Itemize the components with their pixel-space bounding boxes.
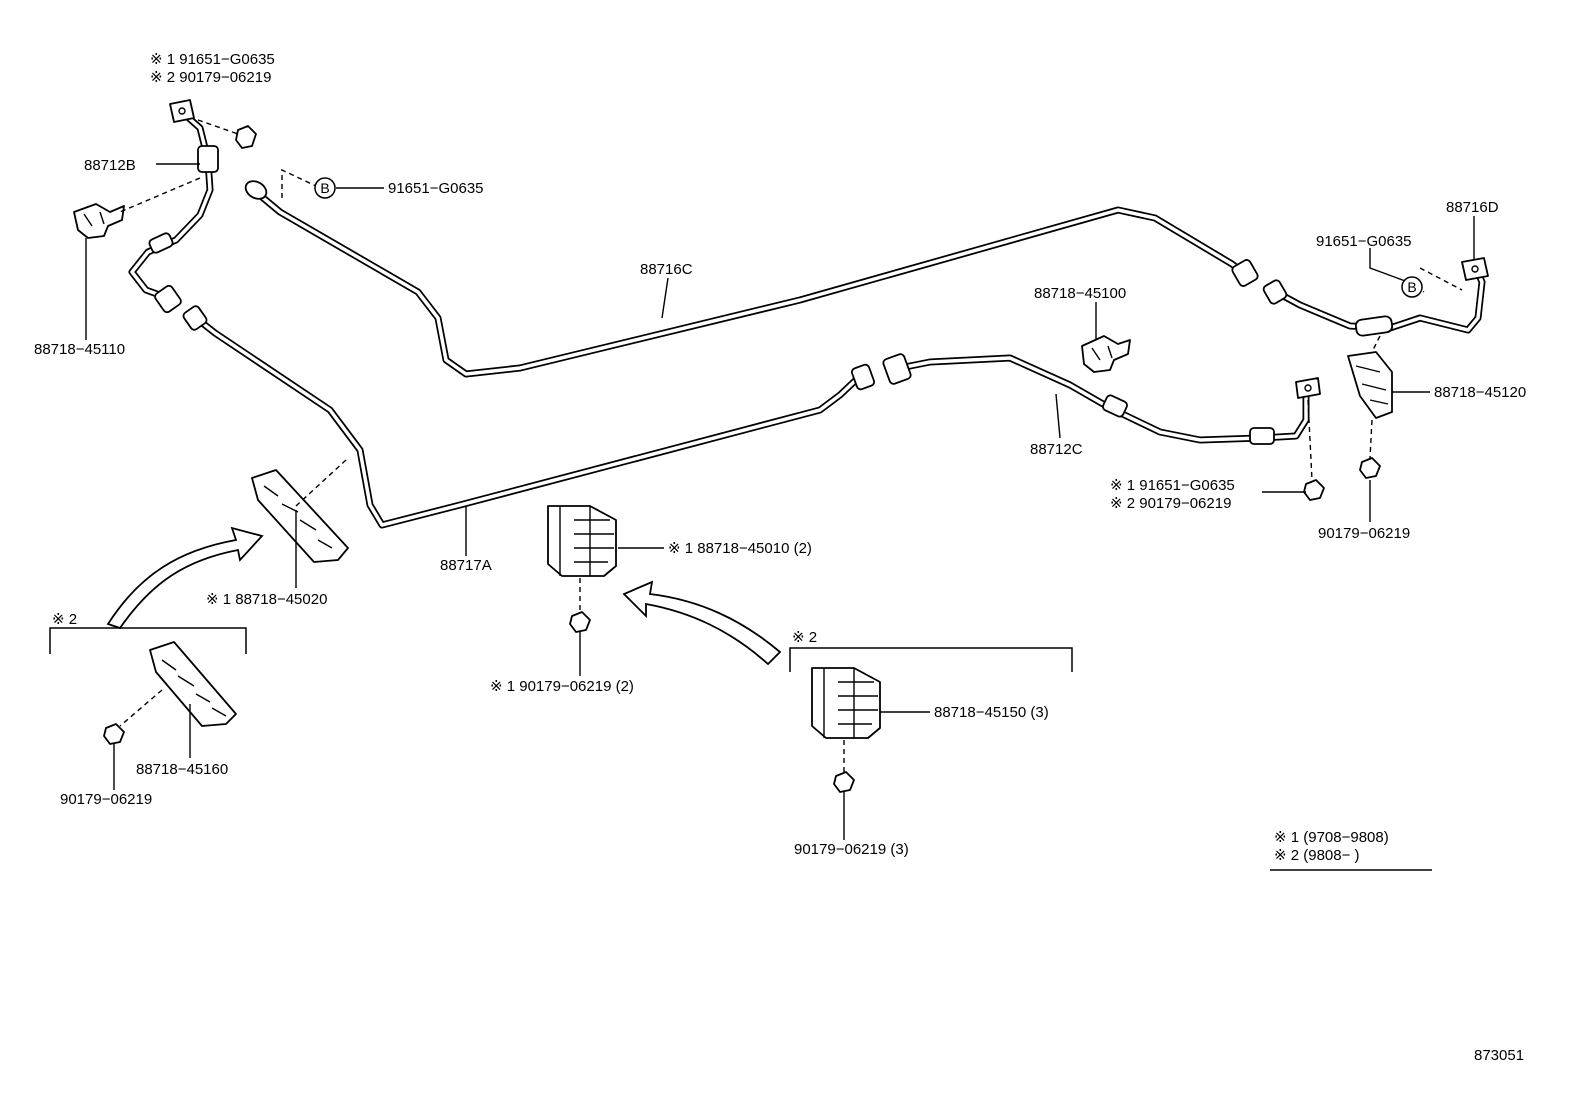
- hose-end-bracket-88712b: [169, 99, 195, 123]
- bracket-group2-mid: [789, 647, 1073, 672]
- union-symbol-b-top: B: [314, 177, 336, 199]
- label-nut-mid-bottom: 90179−06219 (3): [794, 841, 909, 858]
- pipe-88717a: [192, 314, 862, 529]
- bracket-group2-left: [49, 627, 247, 654]
- legend-line-1: ※ 1 (9708−9808): [1274, 829, 1389, 846]
- legend: ※ 1 (9708−9808) ※ 2 (9808− ): [1270, 829, 1432, 871]
- union-symbol-b-right-text: B: [1407, 279, 1416, 295]
- label-88717a: 88717A: [440, 557, 492, 574]
- clamp-88718-45120: [1347, 351, 1393, 419]
- nut-45160: [103, 723, 125, 745]
- arrow-left-group: [106, 526, 264, 630]
- diagram-id: 873051: [1474, 1047, 1524, 1064]
- nut-right-hose: [1303, 479, 1325, 501]
- hose-crimp-88712b: [148, 145, 219, 254]
- pipe-junction-88716d: [1354, 315, 1394, 337]
- clamp-88718-45020: [251, 469, 349, 563]
- label-union-b-right: 91651−G0635: [1316, 233, 1412, 250]
- clamp-88718-45110: [73, 203, 125, 239]
- part-labels: ※ 1 91651−G0635 ※ 2 90179−06219 88712B 8…: [34, 51, 1526, 858]
- label-right-note2: ※ 2 90179−06219: [1110, 495, 1231, 512]
- pipe-88716c: [258, 193, 1252, 378]
- label-88712b: 88712B: [84, 157, 136, 174]
- flare-nut-left-upper: [154, 284, 182, 314]
- label-nut-45010: ※ 1 90179−06219 (2): [490, 678, 634, 695]
- label-88716d: 88716D: [1446, 199, 1499, 216]
- union-symbol-b-right: B: [1401, 276, 1423, 298]
- hose-end-88716d: [1461, 257, 1489, 281]
- label-nut-left-bottom: 90179−06219: [60, 791, 152, 808]
- hose-crimp-88712c: [1102, 394, 1275, 445]
- label-nut-right: 90179−06219: [1318, 525, 1410, 542]
- clamp-88718-45150: [811, 667, 881, 739]
- label-group2-mid: ※ 2: [792, 629, 817, 646]
- flare-nut-88716c-left: [244, 180, 268, 200]
- flare-nut-left-lower: [182, 305, 208, 331]
- label-top-left-note2: ※ 2 90179−06219: [150, 69, 271, 86]
- hose-end-bracket-88712c: [1295, 377, 1321, 399]
- label-88718-45100: 88718−45100: [1034, 285, 1126, 302]
- nut-right-clamp: [1359, 457, 1381, 479]
- arrow-mid-group: [622, 580, 782, 666]
- label-top-left-note1: ※ 1 91651−G0635: [150, 51, 275, 68]
- flare-nut-mid-left: [851, 363, 875, 391]
- label-union-b-top: 91651−G0635: [388, 180, 484, 197]
- leader-lines: [85, 163, 1475, 840]
- hose-88712b: [128, 108, 214, 302]
- dashed-guides: [119, 119, 1463, 772]
- label-88718-45150: 88718−45150 (3): [934, 704, 1049, 721]
- clamp-88718-45010: [547, 505, 617, 577]
- label-right-note1: ※ 1 91651−G0635: [1110, 477, 1235, 494]
- nut-45150: [833, 771, 855, 793]
- label-88712c: 88712C: [1030, 441, 1083, 458]
- flare-nut-mid-right: [882, 353, 912, 385]
- nut-top-left: [235, 125, 257, 149]
- label-88718-45160: 88718−45160: [136, 761, 228, 778]
- label-88716c: 88716C: [640, 261, 693, 278]
- flare-nut-88716c-right: [1231, 259, 1259, 287]
- legend-line-2: ※ 2 (9808− ): [1274, 847, 1360, 864]
- union-symbol-b-top-text: B: [320, 180, 329, 196]
- label-88718-45110: 88718−45110: [34, 341, 125, 358]
- flare-nut-88716d-left: [1262, 279, 1288, 305]
- hose-88712c: [896, 354, 1310, 444]
- label-group2-left: ※ 2: [52, 611, 77, 628]
- clamp-88718-45100: [1081, 335, 1131, 373]
- label-88718-45120: 88718−45120: [1434, 384, 1526, 401]
- label-88718-45020: ※ 1 88718−45020: [206, 591, 327, 608]
- pipe-88716d: [1272, 264, 1486, 334]
- clamp-88718-45160: [149, 641, 237, 727]
- label-88718-45010: ※ 1 88718−45010 (2): [668, 540, 812, 557]
- nut-45010: [569, 611, 591, 633]
